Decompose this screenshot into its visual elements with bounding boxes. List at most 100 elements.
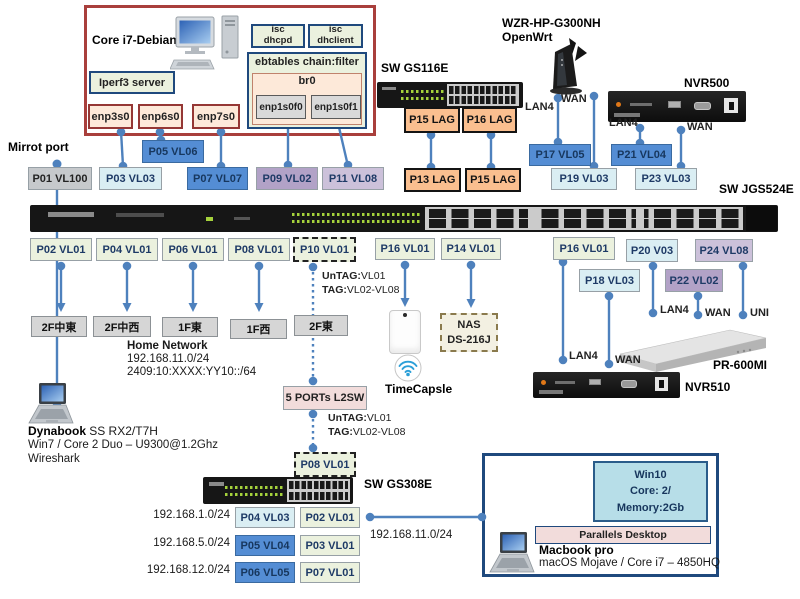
port-box-p03-vl03: P03 VL03 [99, 167, 162, 190]
dynabook-spec: Win7 / Core 2 Duo – U9300@1.2Ghz [28, 439, 219, 451]
nvr500-label: NVR500 [684, 76, 730, 90]
vm-core-label: Core: 2/ [630, 485, 671, 498]
wifi-icon [394, 354, 422, 382]
l2sw-box: 5 PORTs L2SW [283, 386, 367, 410]
port-box-p04-vl01: P04 VL01 [96, 238, 158, 261]
dynabook-name: Dynabook [28, 424, 87, 438]
port-box-gs308e-p04-vl03: P04 VL03 [235, 507, 295, 528]
tag-val2: VL02-VL08 [352, 426, 406, 438]
port-box-gs308e-p05-vl04: P05 VL04 [235, 535, 295, 556]
tag-key2: TAG: [328, 426, 353, 438]
win10-vm-box: Win10 Core: 2/ Memory:2Gb [593, 461, 708, 522]
port-box-p16-vl01-mid: P16 VL01 [375, 238, 435, 260]
wzr-lan4-label: LAN4 [525, 101, 554, 113]
port-box-p10-vl01-trunk: P10 VL01 [293, 237, 356, 262]
untag-key: UnTAG: [322, 270, 361, 282]
port-box-gs308e-p08-vl01: P08 VL01 [294, 452, 356, 477]
isc-dhcpd-box: isc dhcpd [251, 24, 305, 48]
tag-key: TAG: [322, 284, 347, 296]
gs308e-net1-label: 192.168.1.0/24 [153, 509, 230, 521]
port-box-p22-vl02: P22 VL02 [665, 269, 723, 292]
mirror-port-label: Mirrot port [8, 140, 69, 154]
nas-label-line1: NAS [457, 319, 481, 332]
br0-label: br0 [298, 75, 316, 87]
nic-enp7s0-box: enp7s0 [192, 104, 240, 129]
port-box-p06-vl01: P06 VL01 [162, 238, 224, 261]
debian-title: Core i7-Debian10 [92, 33, 191, 47]
untag-key2: UnTAG: [328, 412, 367, 424]
gs308e-net5-label: 192.168.5.0/24 [153, 537, 230, 549]
trunk-tag-note-lower: TAG:VL02-VL08 [328, 426, 405, 438]
wzr-router-icon [550, 38, 587, 95]
tag-val: VL02-VL08 [346, 284, 400, 296]
nvr500-wan-label: WAN [687, 121, 713, 133]
port-box-gs308e-p07-vl01: P07 VL01 [300, 562, 360, 583]
wzr-router-name: WZR-HP-G300NH [502, 16, 601, 30]
port-box-p01-vl100: P01 VL100 [28, 167, 92, 190]
jgs524e-label: SW JGS524E [719, 182, 794, 196]
desktop-pc-icon [170, 15, 239, 70]
nvr500-lan4-label: LAN4 [609, 117, 638, 129]
trunk-untag-note-upper: UnTAG:VL01 [322, 270, 385, 282]
gs308e-uplink-net-label: 192.168.11.0/24 [370, 529, 453, 541]
macbook-laptop-icon [489, 532, 535, 573]
untag-val: VL01 [360, 270, 386, 282]
home-network-title: Home Network [127, 340, 208, 352]
nic-enp3s0-box: enp3s0 [88, 104, 133, 129]
nvr510-lan4-label: LAN4 [569, 350, 598, 362]
gs308e-switch-image [203, 477, 353, 504]
gs116e-switch-image [377, 82, 523, 108]
pr600mi-lan4-label: LAN4 [660, 304, 689, 316]
home-network-ipv6: 2409:10:XXXX:YY10::/64 [127, 366, 257, 378]
isc-dhclient-line2: dhclient [317, 35, 354, 46]
port-box-p16-vl01-right: P16 VL01 [553, 237, 615, 260]
port-box-p14-vl01: P14 VL01 [441, 238, 501, 260]
pr600mi-label: PR-600MI [713, 358, 768, 372]
port-box-p05-vl06: P05 VL06 [142, 140, 204, 163]
pr600mi-wan-label: WAN [705, 307, 731, 319]
wzr-wan-label: WAN [561, 93, 587, 105]
floor-box-2f-east: 2F東 [294, 315, 348, 336]
isc-dhcpd-line1: isc [271, 24, 285, 36]
port-box-p21-vl04: P21 VL04 [611, 144, 672, 166]
macbook-spec: macOS Mojave / Core i7 – 4850HQ [539, 557, 720, 569]
home-network-ipv4: 192.168.11.0/24 [127, 353, 210, 365]
nic-enp1s0f0-box: enp1s0f0 [256, 95, 306, 119]
port-box-gs116e-p15-lag: P15 LAG [404, 107, 460, 133]
nvr510-wan-label: WAN [615, 354, 641, 366]
dynabook-title: Dynabook SS RX2/T7H [28, 424, 158, 438]
vm-memory-label: Memory:2Gb [616, 501, 685, 514]
port-box-p17-vl05: P17 VL05 [529, 144, 591, 166]
macbook-name: Macbook pro [539, 543, 614, 557]
pr600mi-device-image [619, 329, 767, 372]
floor-box-2f-center-east: 2F中東 [31, 316, 87, 337]
gs308e-label: SW GS308E [364, 477, 433, 491]
isc-dhclient-line1: isc [328, 24, 343, 36]
timecapsule-label: TimeCapsle [385, 382, 453, 396]
jgs524e-switch-image [30, 205, 778, 232]
nvr510-label: NVR510 [685, 380, 731, 394]
port-box-p13-lag: P13 LAG [404, 168, 461, 192]
floor-box-1f-west: 1F西 [230, 319, 287, 339]
port-box-gs308e-p06-vl05: P06 VL05 [235, 562, 295, 583]
nvr500-device-image [608, 91, 746, 122]
port-box-p20-v03: P20 V03 [626, 239, 678, 262]
debian-server-frame [84, 5, 376, 136]
iperf3-server-box: Iperf3 server [89, 71, 175, 94]
port-box-p24-vl08: P24 VL08 [695, 239, 753, 262]
trunk-untag-note-lower: UnTAG:VL01 [328, 412, 391, 424]
pr600mi-uni-label: UNI [750, 307, 769, 319]
port-box-p08-vl01: P08 VL01 [228, 238, 290, 261]
port-box-p23-vl03: P23 VL03 [635, 168, 697, 190]
parallels-desktop-box: Parallels Desktop [535, 526, 711, 544]
port-box-p02-vl01: P02 VL01 [30, 238, 92, 261]
gs308e-net12-label: 192.168.12.0/24 [146, 564, 230, 576]
floor-box-1f-east: 1F東 [162, 317, 218, 337]
gs116e-label: SW GS116E [381, 61, 449, 75]
port-box-gs308e-p02-vl01: P02 VL01 [300, 507, 360, 528]
port-box-p09-vl02: P09 VL02 [256, 167, 318, 190]
nic-enp6s0-box: enp6s0 [138, 104, 183, 129]
timecapsule-device-image [389, 310, 421, 354]
